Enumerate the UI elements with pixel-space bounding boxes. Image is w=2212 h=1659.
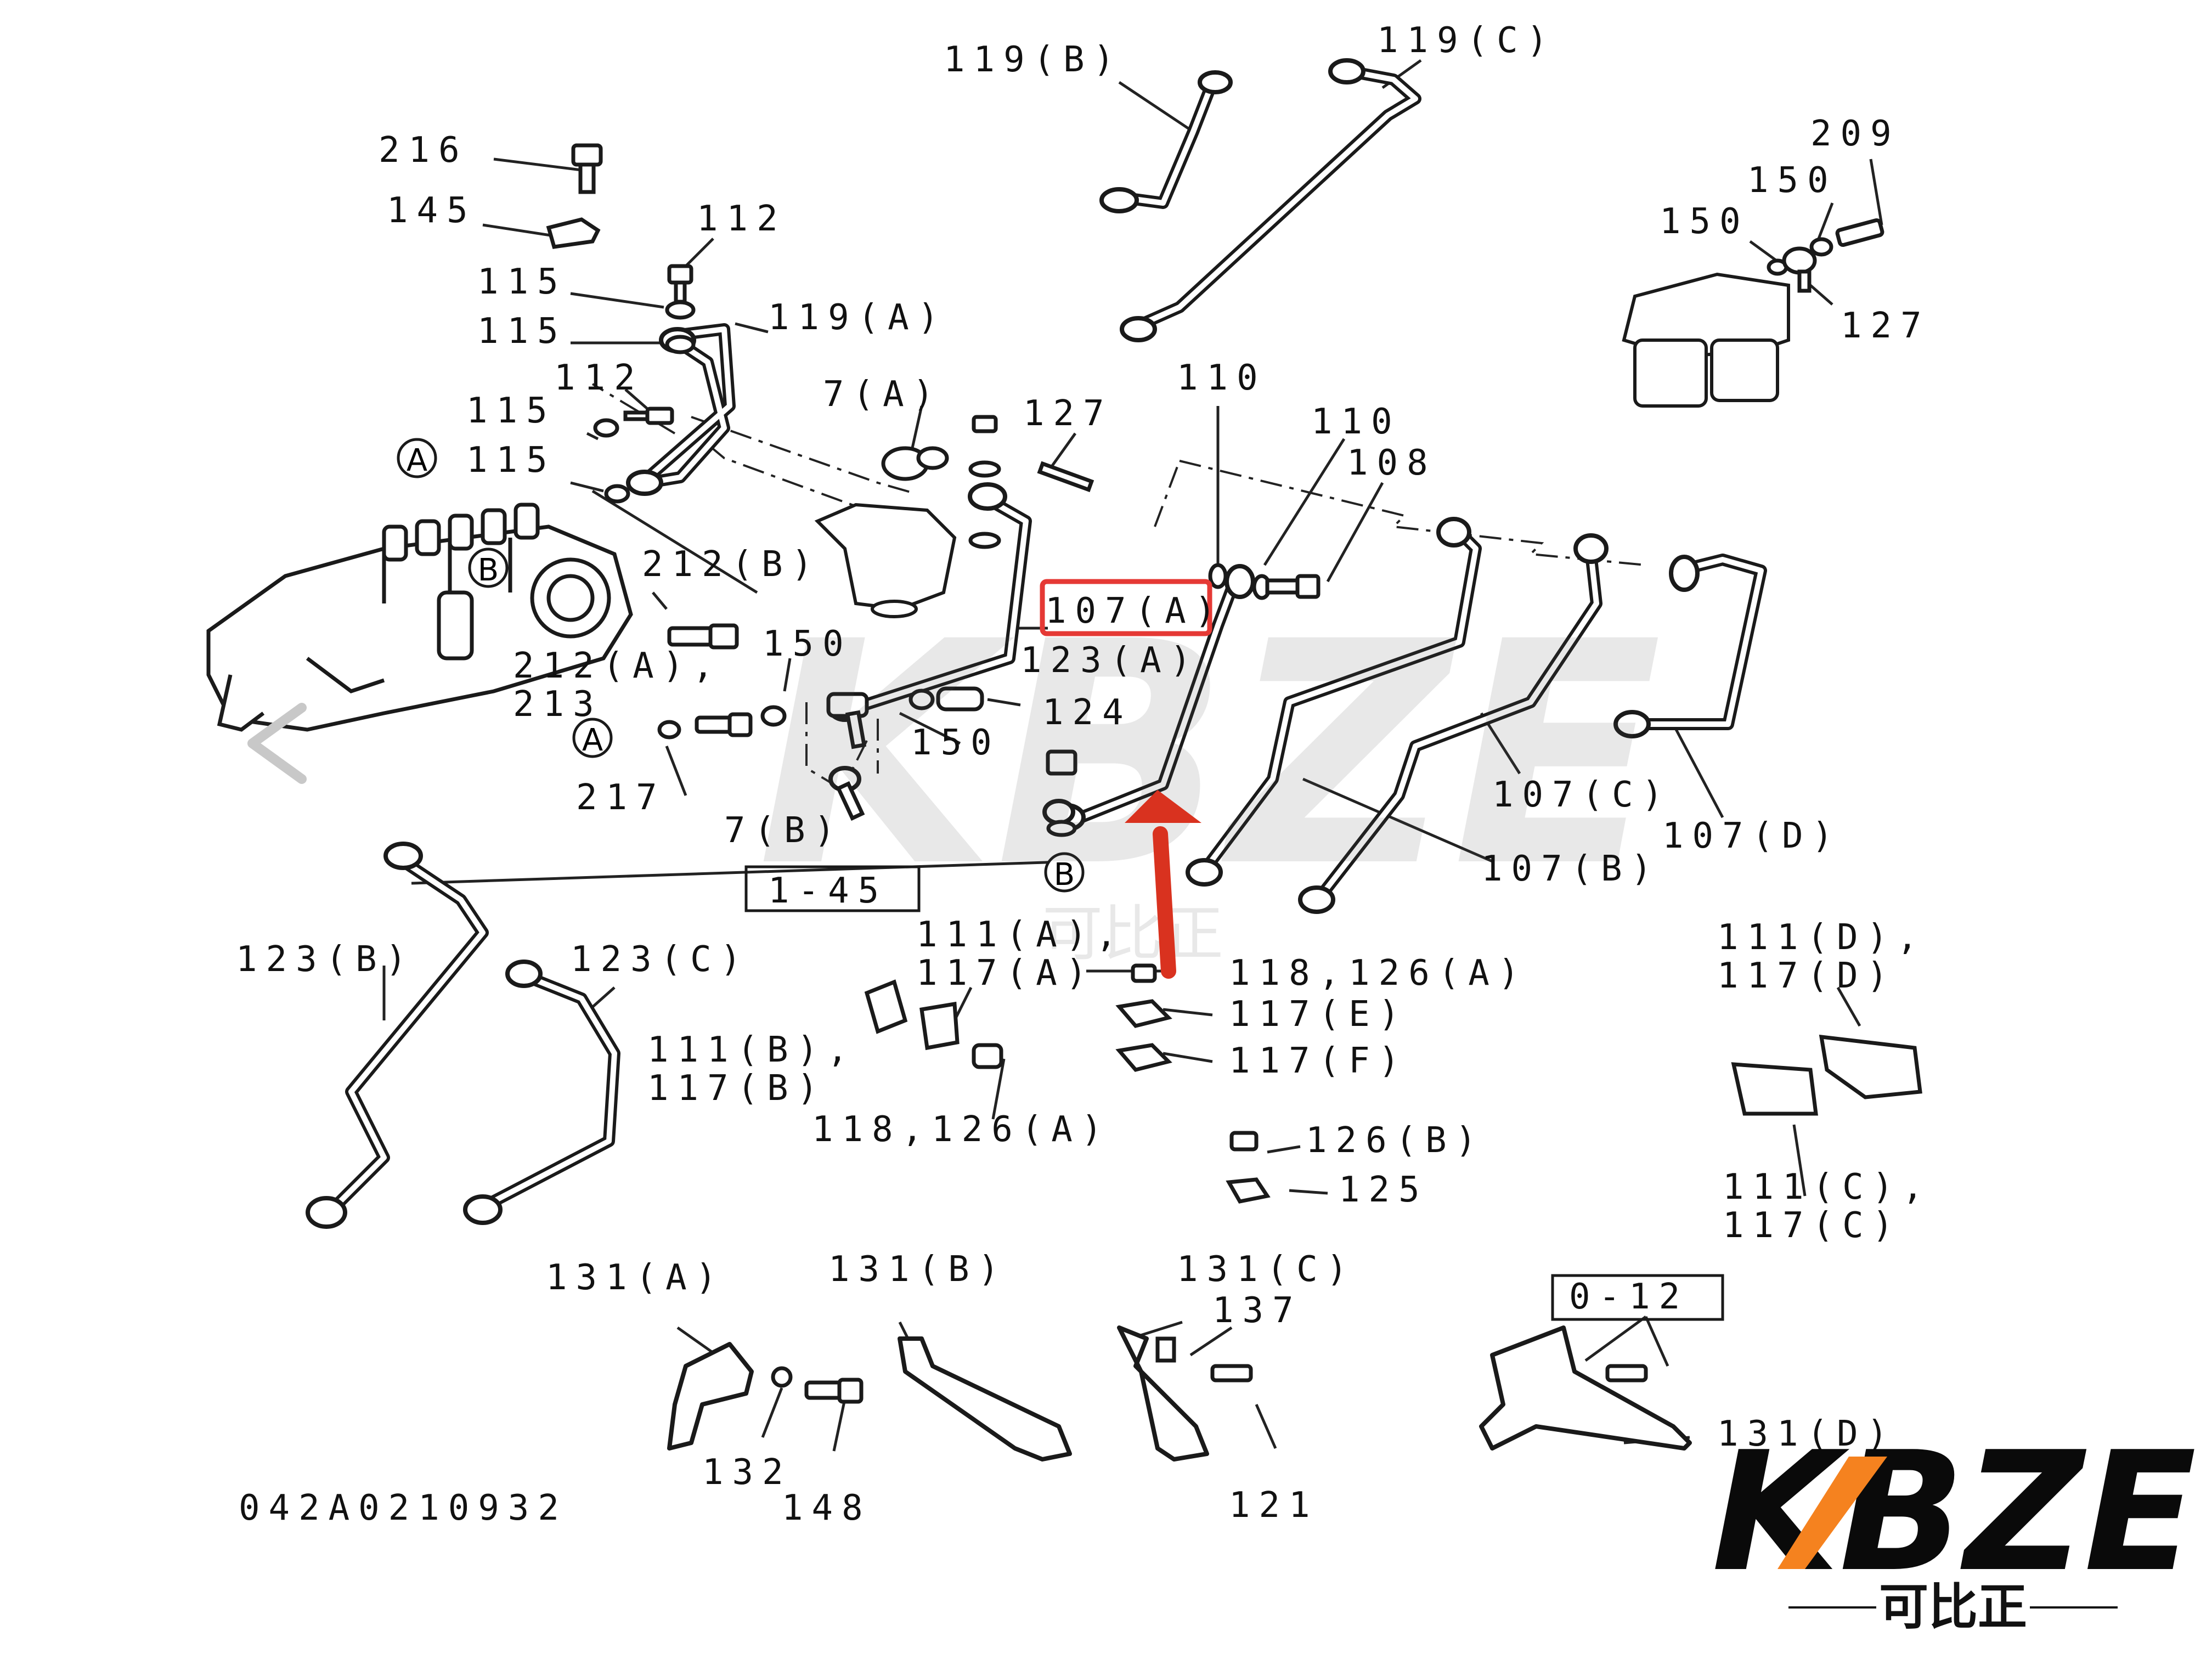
- label-150: 150: [1747, 160, 1837, 201]
- red-pointer-arrow: [1125, 790, 1201, 979]
- kbze-watermark: KBZE 可比正: [757, 577, 1662, 969]
- label-115: 115: [466, 440, 556, 481]
- label-209: 209: [1810, 114, 1900, 154]
- label-107b: 107(B): [1481, 849, 1661, 889]
- label-117d: 117(D): [1717, 956, 1897, 996]
- label-123a: 123(A): [1020, 640, 1200, 681]
- label-117e: 117(E): [1229, 994, 1408, 1035]
- label-110: 110: [1311, 402, 1401, 442]
- label-131c: 131(C): [1177, 1249, 1356, 1290]
- label-126b: 126(B): [1306, 1120, 1485, 1161]
- label-132: 132: [702, 1452, 792, 1493]
- label-1-45: 1-45: [768, 871, 888, 911]
- label-150: 150: [911, 723, 1001, 763]
- label-110: 110: [1177, 358, 1267, 398]
- label-107a: 107(A): [1045, 591, 1224, 631]
- callout-A-lower: A: [572, 718, 613, 758]
- svg-text:B: B: [1054, 857, 1075, 893]
- label-137: 137: [1212, 1290, 1302, 1331]
- label-117c: 117(C): [1723, 1205, 1902, 1246]
- label-121: 121: [1229, 1485, 1319, 1526]
- label-118-126a: 118,126(A): [1229, 953, 1528, 994]
- label-117f: 117(F): [1229, 1041, 1408, 1081]
- callout-B-lower: B: [1044, 852, 1085, 893]
- svg-text:KBZE: KBZE: [757, 577, 1662, 934]
- label-107c: 107(C): [1492, 775, 1672, 815]
- label-216: 216: [379, 130, 469, 171]
- label-7a: 7(A): [823, 374, 943, 415]
- label-124: 124: [1042, 692, 1132, 733]
- highlight-box-107A: [1040, 579, 1212, 636]
- document-number: 042A0210932: [239, 1488, 568, 1528]
- label-111b: 111(B),: [647, 1030, 857, 1070]
- pump-head: [814, 503, 957, 618]
- label-111a: 111(A),: [916, 915, 1126, 955]
- label-0-12: 0-12: [1569, 1277, 1689, 1317]
- label-125: 125: [1339, 1170, 1429, 1210]
- label-112: 112: [554, 358, 644, 398]
- svg-text:可比正: 可比正: [1042, 899, 1223, 969]
- small-parts: [546, 143, 1922, 1404]
- label-115: 115: [477, 262, 567, 302]
- fuel-filter: [1622, 272, 1790, 408]
- callout-A-top: A: [397, 438, 437, 478]
- label-131d: 131(D): [1717, 1414, 1897, 1454]
- label-150: 150: [763, 624, 853, 664]
- label-119a: 119(A): [768, 297, 947, 338]
- label-148: 148: [782, 1488, 872, 1528]
- label-119c: 119(C): [1377, 20, 1556, 61]
- label-212b: 212(B): [642, 544, 821, 585]
- svg-text:B: B: [478, 552, 499, 588]
- leader-lines: [382, 59, 1883, 1452]
- label-117a: 117(A): [916, 953, 1096, 994]
- svg-text:A: A: [407, 443, 427, 478]
- label-107d: 107(D): [1662, 816, 1842, 856]
- label-115: 115: [466, 391, 556, 431]
- injection-pump: [206, 503, 633, 732]
- label-119b: 119(B): [944, 40, 1123, 80]
- label-123c: 123(C): [571, 939, 750, 980]
- label-115: 115: [477, 311, 567, 352]
- label-123b: 123(B): [236, 939, 415, 980]
- kbze-logo: KBZE 可比正: [1712, 1417, 2197, 1636]
- svg-text:可比正: 可比正: [1879, 1578, 2027, 1636]
- label-217: 217: [576, 777, 666, 818]
- label-108: 108: [1347, 443, 1437, 483]
- pipe-highlights: [332, 69, 1764, 1210]
- label-213: 213: [513, 684, 603, 725]
- part-labels: 119(B) 119(C) 209 150 150 127 216 145 11…: [236, 20, 1932, 1528]
- svg-text:KBZE: KBZE: [1712, 1417, 2197, 1608]
- label-150: 150: [1660, 201, 1750, 242]
- label-7b: 7(B): [724, 810, 844, 851]
- label-212a: 212(A),: [513, 646, 723, 686]
- ref-box-1-45: [744, 865, 921, 912]
- label-117b: 117(B): [647, 1068, 827, 1109]
- label-131a: 131(A): [546, 1257, 725, 1298]
- label-145: 145: [387, 190, 477, 231]
- svg-text:A: A: [582, 723, 603, 758]
- label-111d: 111(D),: [1717, 917, 1927, 958]
- ref-box-0-12: [1551, 1274, 1724, 1321]
- label-118-126a: 118,126(A): [812, 1109, 1111, 1150]
- previous-image-chevron-icon[interactable]: [219, 686, 329, 795]
- label-111c: 111(C),: [1723, 1167, 1932, 1207]
- label-112: 112: [697, 199, 787, 239]
- label-127: 127: [1841, 306, 1931, 346]
- label-127: 127: [1023, 393, 1113, 434]
- callout-B-pump: B: [468, 548, 509, 588]
- brackets: [667, 1325, 1692, 1462]
- label-131b: 131(B): [828, 1249, 1008, 1290]
